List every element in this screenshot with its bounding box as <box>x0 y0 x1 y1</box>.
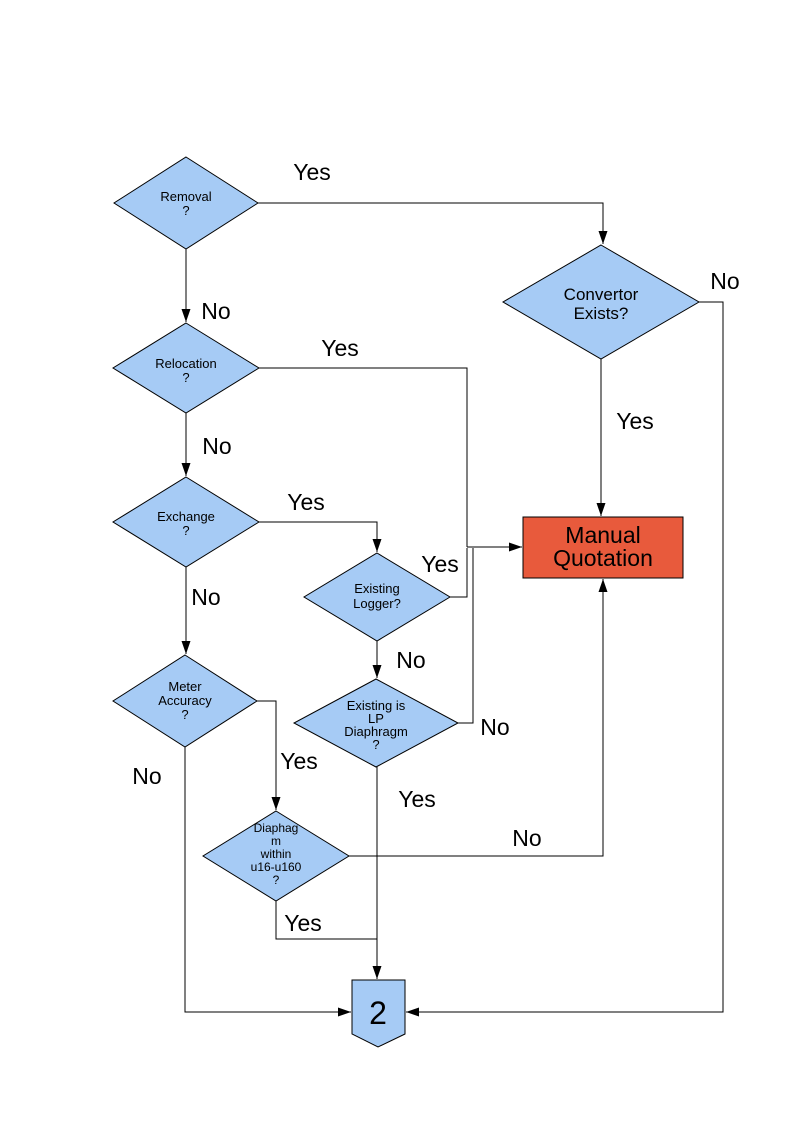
diaphragm-within-label-line3: within <box>260 847 292 861</box>
relocation-label-line2: ? <box>182 370 189 385</box>
edge-label-existing-logger-no: No <box>396 647 425 673</box>
edge-label-diaphragm-within-no: No <box>512 825 541 851</box>
edge-diaphragm-within-no <box>349 579 608 857</box>
convertor-exists-label-line2: Exists? <box>574 304 629 323</box>
decision-removal <box>113 156 259 250</box>
existing-logger-label-line1: Existing <box>354 581 400 596</box>
nodes <box>112 156 700 1048</box>
edge-meter-accuracy-no <box>184 747 351 1017</box>
existing-lp-diaphragm-label-line3: Diaphragm <box>344 724 408 739</box>
relocation-label-line1: Relocation <box>155 356 216 371</box>
edge-label-convertor-exists-no: No <box>710 268 739 294</box>
edge-removal-yes <box>258 202 608 244</box>
edge-label-diaphragm-within-yes: Yes <box>284 910 322 936</box>
decision-existing-logger <box>303 552 451 642</box>
decision-convertor-exists <box>502 244 700 360</box>
diaphragm-within-label-line2: m <box>271 834 281 848</box>
edge-label-convertor-exists-yes: Yes <box>616 408 654 434</box>
existing-lp-diaphragm-label-line2: LP <box>368 711 384 726</box>
manual-quotation-label-line1: Manual <box>565 522 640 548</box>
process-manual-quotation <box>522 516 684 579</box>
node-labels: Removal ? Convertor Exists? Relocation ?… <box>155 189 653 1031</box>
edge-relocation-yes <box>259 367 468 547</box>
exchange-label-line1: Exchange <box>157 509 215 524</box>
decision-exchange <box>112 476 260 568</box>
edge-exchange-yes <box>259 521 382 552</box>
edge-label-exchange-no: No <box>191 584 220 610</box>
decision-relocation <box>112 322 260 414</box>
removal-label-line1: Removal <box>160 189 211 204</box>
connector-2-label: 2 <box>369 995 387 1031</box>
edge-label-existing-lp-diaphragm-yes: Yes <box>398 786 436 812</box>
edge-label-exchange-yes: Yes <box>287 489 325 515</box>
edge-label-relocation-no: No <box>202 433 231 459</box>
existing-logger-label-line2: Logger? <box>353 596 401 611</box>
diaphragm-within-label-line1: Diaphag <box>254 821 299 835</box>
removal-label-line2: ? <box>182 203 189 218</box>
edge-diaphragm-within-yes <box>275 901 377 940</box>
edge-label-relocation-yes: Yes <box>321 335 359 361</box>
existing-lp-diaphragm-label-line1: Existing is <box>347 698 406 713</box>
edge-label-meter-accuracy-yes: Yes <box>280 748 318 774</box>
edge-label-existing-logger-yes: Yes <box>421 551 459 577</box>
meter-accuracy-label-line3: ? <box>181 707 188 722</box>
edge-convertor-exists-no <box>406 301 724 1017</box>
edge-label-removal-yes: Yes <box>293 159 331 185</box>
convertor-exists-label-line1: Convertor <box>564 285 639 304</box>
diaphragm-within-label-line5: ? <box>273 873 280 887</box>
decision-diaphragm-within <box>202 810 350 902</box>
exchange-label-line2: ? <box>182 523 189 538</box>
edge-meter-accuracy-yes <box>257 700 281 810</box>
meter-accuracy-label-line2: Accuracy <box>158 693 212 708</box>
edge-existing-logger-yes <box>450 548 468 598</box>
manual-quotation-label-line2: Quotation <box>553 545 653 571</box>
offpage-connector-2 <box>351 979 406 1048</box>
existing-lp-diaphragm-label-line4: ? <box>372 737 379 752</box>
diaphragm-within-label-line4: u16-u160 <box>251 860 302 874</box>
edge-label-removal-no: No <box>201 298 230 324</box>
meter-accuracy-label-line1: Meter <box>168 679 202 694</box>
edge-label-meter-accuracy-no: No <box>132 763 161 789</box>
decision-existing-lp-diaphragm <box>292 678 460 768</box>
decision-meter-accuracy <box>112 654 258 748</box>
edges <box>181 202 724 1017</box>
edge-existing-lp-diaphragm-no <box>458 548 474 724</box>
edge-label-existing-lp-diaphragm-no: No <box>480 714 509 740</box>
edge-labels: Yes No No Yes Yes No Yes No Yes No No Ye… <box>132 159 739 936</box>
